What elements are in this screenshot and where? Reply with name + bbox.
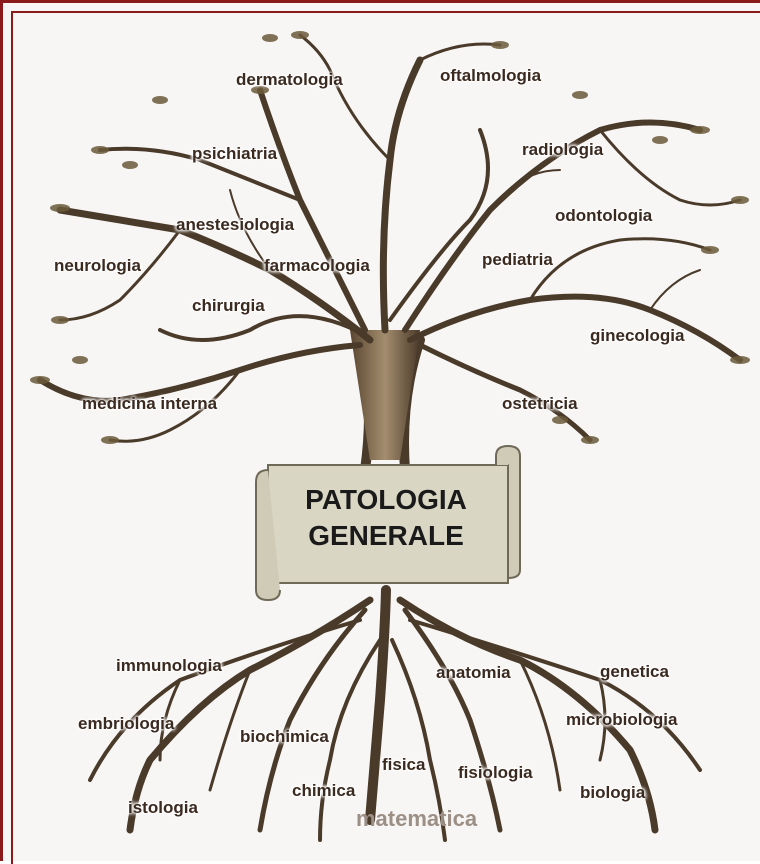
label-oftalmologia: oftalmologia xyxy=(440,66,541,86)
label-fisica: fisica xyxy=(382,755,425,775)
label-embriologia: embriologia xyxy=(78,714,174,734)
label-neurologia: neurologia xyxy=(54,256,141,276)
label-immunologia: immunologia xyxy=(116,656,222,676)
label-biologia: biologia xyxy=(580,783,645,803)
label-microbiologia: microbiologia xyxy=(566,710,677,730)
label-radiologia: radiologia xyxy=(522,140,603,160)
label-pediatria: pediatria xyxy=(482,250,553,270)
label-ostetricia: ostetricia xyxy=(502,394,578,414)
label-chirurgia: chirurgia xyxy=(192,296,265,316)
center-title-line1: PATOLOGIA xyxy=(283,482,489,518)
label-medicina-interna: medicina interna xyxy=(82,394,217,414)
label-dermatologia: dermatologia xyxy=(236,70,343,90)
label-matematica: matematica xyxy=(356,806,477,832)
label-ginecologia: ginecologia xyxy=(590,326,684,346)
label-anestesiologia: anestesiologia xyxy=(176,215,294,235)
label-anatomia: anatomia xyxy=(436,663,511,683)
center-title-line2: GENERALE xyxy=(283,518,489,554)
center-title: PATOLOGIA GENERALE xyxy=(283,482,489,554)
label-biochimica: biochimica xyxy=(240,727,329,747)
label-psichiatria: psichiatria xyxy=(192,144,277,164)
label-chimica: chimica xyxy=(292,781,355,801)
label-genetica: genetica xyxy=(600,662,669,682)
label-istologia: istologia xyxy=(128,798,198,818)
label-fisiologia: fisiologia xyxy=(458,763,533,783)
label-odontologia: odontologia xyxy=(555,206,652,226)
label-farmacologia: farmacologia xyxy=(264,256,370,276)
